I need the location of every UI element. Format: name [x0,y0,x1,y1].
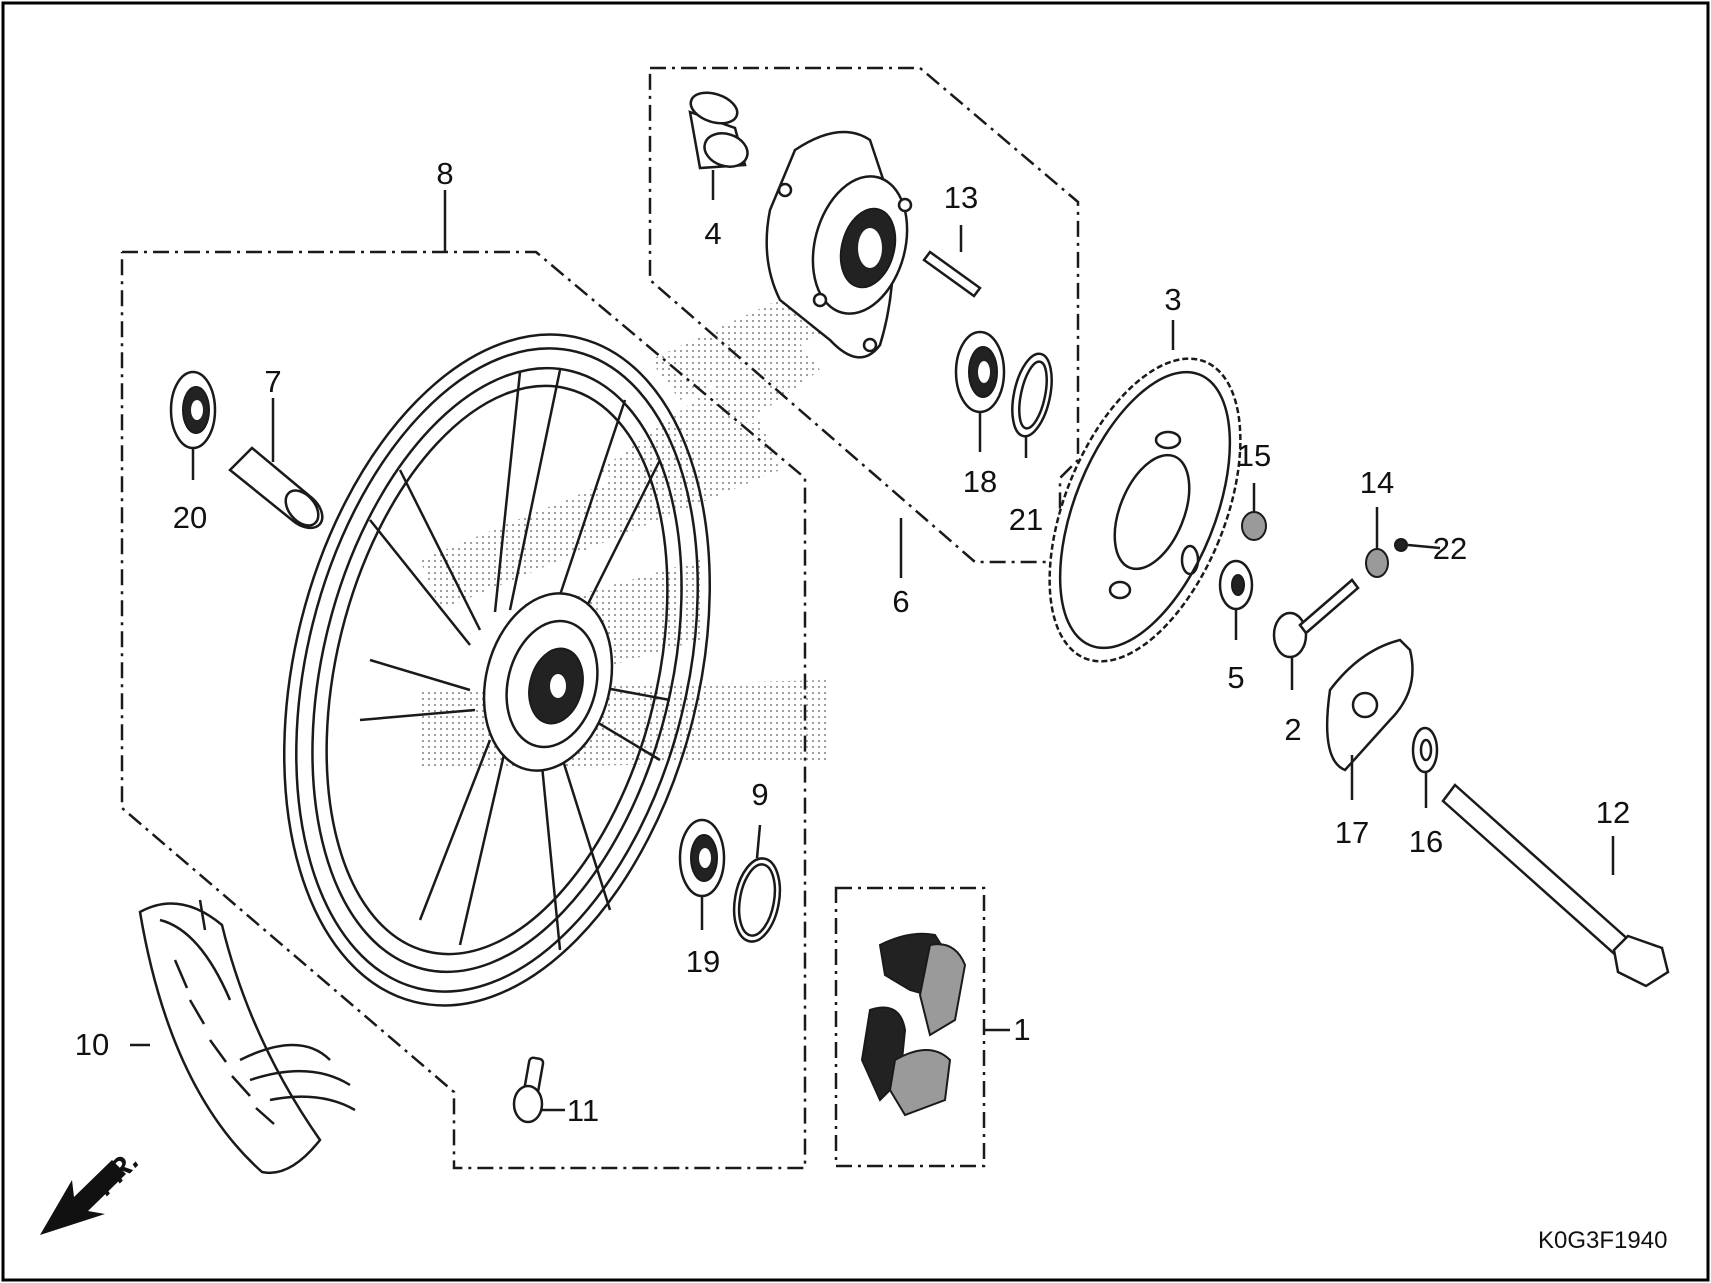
bearing-18 [954,330,1006,414]
callout-22: 22 [1433,531,1467,566]
bolt-5 [1218,559,1254,611]
callout-3: 3 [1164,282,1181,317]
adjuster-plate-17 [1325,638,1414,772]
group-boundary-damper [834,886,986,1168]
callout-17: 17 [1335,815,1369,850]
callout-18: 18 [963,464,997,499]
callout-11: 11 [567,1093,599,1128]
group-boundary-wheel [120,250,807,1170]
callout-6: 6 [892,584,909,619]
damper-rubbers-1 [860,932,967,1117]
valve-11 [512,1056,545,1124]
bearing-20 [169,370,217,450]
nut-14 [1365,548,1389,578]
callout-15: 15 [1237,438,1271,473]
washer-22 [1394,538,1408,552]
callout-7: 7 [264,364,281,399]
nut-15 [1241,511,1267,541]
callout-10: 10 [75,1027,109,1062]
distance-collar-7 [228,446,324,530]
adjuster-bolt-2 [1272,578,1360,659]
callout-16: 16 [1409,824,1443,859]
callout-5: 5 [1227,660,1244,695]
callout-9: 9 [751,777,768,812]
o-ring-9 [732,857,782,943]
stud-bolt-13 [922,250,982,298]
callout-8: 8 [436,156,453,191]
leader-lines [130,170,1615,1112]
axle-12 [1441,783,1670,988]
final-driven-flange [765,130,913,359]
group-boundary-hub [648,66,1080,564]
callout-1: 1 [1013,1012,1030,1047]
dust-seal-21 [1011,352,1053,438]
callout-21: 21 [1009,502,1043,537]
tire [138,899,356,1175]
callout-13: 13 [944,180,978,215]
callout-12: 12 [1596,795,1630,830]
callout-labels: 1 2 3 4 5 6 7 8 9 10 11 12 13 14 15 16 1… [75,156,1630,1128]
collar-4 [688,91,749,170]
diagram-code: K0G3F1940 [1538,1227,1667,1254]
callout-20: 20 [173,500,207,535]
callout-2: 2 [1284,712,1301,747]
cast-wheel [283,333,711,1007]
callout-19: 19 [686,944,720,979]
bearing-19 [678,818,726,898]
callout-4: 4 [704,216,721,251]
washer-16 [1411,726,1439,774]
callout-14: 14 [1360,465,1394,500]
driven-sprocket-3 [1048,357,1242,663]
front-direction-arrow-icon: FR. [40,1144,146,1235]
